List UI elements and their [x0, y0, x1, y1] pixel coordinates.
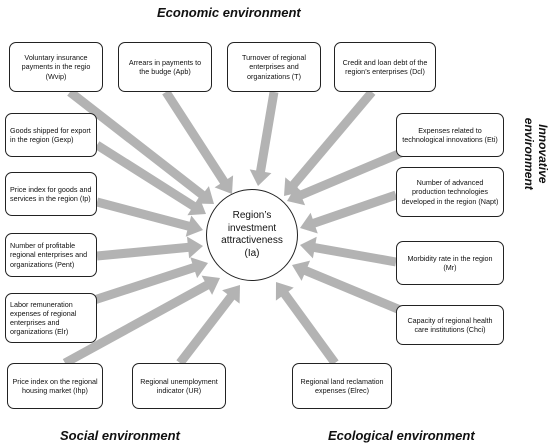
arrow-advanced-technologies [300, 190, 398, 234]
arrow-morbidity [300, 236, 397, 267]
arrow-turnover [249, 91, 279, 186]
box-advanced-technologies: Number of advanced production technologi… [396, 167, 504, 217]
box-health-capacity: Capacity of regional health care institu… [396, 305, 504, 345]
arrow-profitable-enterprises [96, 236, 203, 261]
heading-social: Social environment [60, 428, 180, 443]
arrow-goods-export [94, 141, 206, 216]
arrow-expenses-innovations [287, 145, 410, 206]
box-goods-export: Goods shipped for export in the region (… [5, 113, 97, 157]
box-profitable-enterprises: Number of profitable regional enterprise… [5, 233, 97, 277]
box-morbidity: Morbidity rate in the region (Mr) [396, 241, 504, 285]
arrow-land-reclamation [275, 282, 339, 366]
box-voluntary-insurance: Voluntary insurance payments in the regi… [9, 42, 103, 92]
box-expenses-innovations: Expenses related to technological innova… [396, 113, 504, 157]
heading-economic: Economic environment [157, 5, 301, 20]
box-credit-loan: Credit and loan debt of the region’s ent… [334, 42, 436, 92]
arrow-arrears-payments [162, 89, 234, 194]
arrow-voluntary-insurance [67, 88, 214, 204]
box-price-index-goods: Price index for goods and services in th… [5, 172, 97, 216]
heading-ecological: Ecological environment [328, 428, 475, 443]
arrow-price-index-housing [62, 275, 220, 367]
arrow-unemployment [176, 285, 240, 366]
arrow-health-capacity [292, 260, 407, 317]
box-turnover: Turnover of regional enterprises and org… [227, 42, 321, 92]
arrow-price-index-goods [95, 197, 203, 237]
center-node-investment-attractiveness: Region’s investment attractiveness (Ia) [206, 189, 298, 281]
box-price-index-housing: Price index on the regional housing mark… [7, 363, 103, 409]
arrow-credit-loan [284, 89, 376, 196]
box-unemployment: Regional unemployment indicator (UR) [132, 363, 226, 409]
box-arrears-payments: Arrears in payments to the budge (Apb) [118, 42, 212, 92]
arrow-labor-remuneration [83, 257, 208, 308]
box-land-reclamation: Regional land reclamation expenses (Elre… [292, 363, 392, 409]
box-labor-remuneration: Labor remuneration expenses of regional … [5, 293, 97, 343]
